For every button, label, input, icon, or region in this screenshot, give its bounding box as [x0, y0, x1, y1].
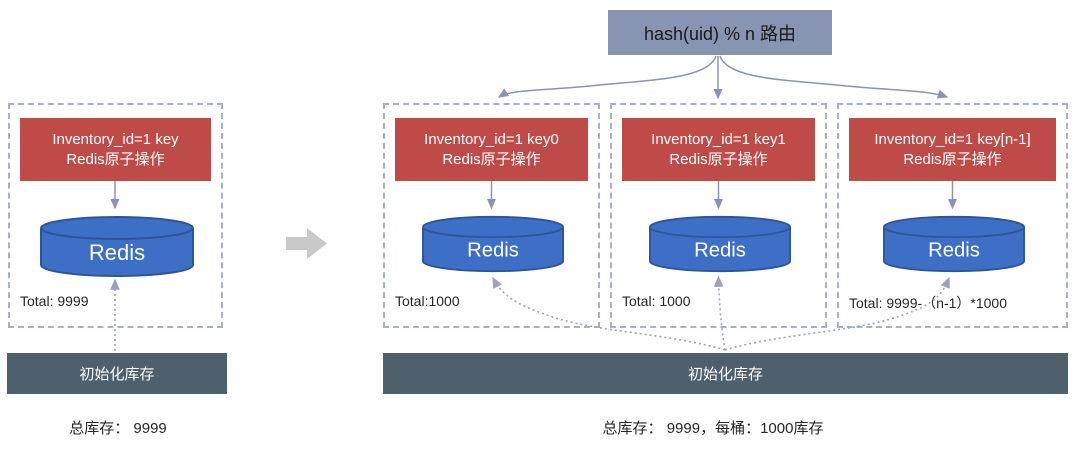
cylinder-body — [883, 226, 1025, 273]
cylinder-body — [40, 228, 194, 277]
shard-panel-n-1: Inventory_id=1 key[n-1] Redis原子操作 Redis … — [837, 103, 1068, 328]
op-line2: Redis原子操作 — [903, 150, 1002, 168]
cylinder-body — [422, 226, 564, 273]
atomic-op-box: Inventory_id=1 key0 Redis原子操作 — [395, 118, 588, 181]
op-line1: Inventory_id=1 key1 — [651, 130, 786, 148]
redis-label: Redis — [89, 240, 145, 265]
single-redis-panel: Inventory_id=1 key Redis原子操作 Redis Total… — [8, 103, 223, 328]
total-label: Total: 9999-（n-1）*1000 — [849, 295, 1007, 311]
cylinder-top — [40, 216, 194, 240]
cylinder-top — [649, 215, 791, 239]
summary-left: 总库存： 9999 — [69, 420, 167, 437]
op-line2: Redis原子操作 — [442, 150, 541, 168]
op-line2: Redis原子操作 — [669, 150, 768, 168]
atomic-op-box: Inventory_id=1 key Redis原子操作 — [20, 118, 211, 181]
transform-arrow-icon — [286, 228, 327, 259]
redis-label: Redis — [467, 239, 519, 261]
atomic-op-box: Inventory_id=1 key[n-1] Redis原子操作 — [849, 118, 1056, 181]
total-label: Total:1000 — [395, 293, 460, 309]
redis-label: Redis — [694, 239, 746, 261]
shard-panel-0: Inventory_id=1 key0 Redis原子操作 Redis Tota… — [383, 103, 600, 328]
router-arrow-right — [719, 55, 949, 99]
total-label: Total: 9999 — [20, 293, 89, 309]
init-inventory-bar-right: 初始化库存 — [383, 353, 1068, 394]
redis-label: Redis — [928, 239, 980, 261]
total-label: Total: 1000 — [622, 293, 691, 309]
op-line1: Inventory_id=1 key[n-1] — [874, 130, 1031, 148]
cylinder-top — [422, 215, 564, 239]
redis-cylinder: Redis — [883, 215, 1025, 273]
redis-cylinder: Redis — [422, 215, 564, 273]
init-inventory-bar-left: 初始化库存 — [7, 353, 227, 394]
redis-cylinder: Redis — [40, 216, 194, 277]
atomic-op-box: Inventory_id=1 key1 Redis原子操作 — [622, 118, 815, 181]
op-line2: Redis原子操作 — [66, 150, 165, 168]
summary-right: 总库存： 9999，每桶：1000库存 — [602, 420, 824, 437]
op-line1: Inventory_id=1 key0 — [424, 130, 559, 148]
cylinder-top — [883, 215, 1025, 239]
op-line1: Inventory_id=1 key — [52, 130, 179, 148]
cylinder-body — [649, 226, 791, 273]
shard-panel-1: Inventory_id=1 key1 Redis原子操作 Redis Tota… — [610, 103, 827, 328]
router-box: hash(uid) % n 路由 — [608, 10, 832, 55]
router-arrow-left — [497, 55, 717, 98]
redis-cylinder: Redis — [649, 215, 791, 273]
